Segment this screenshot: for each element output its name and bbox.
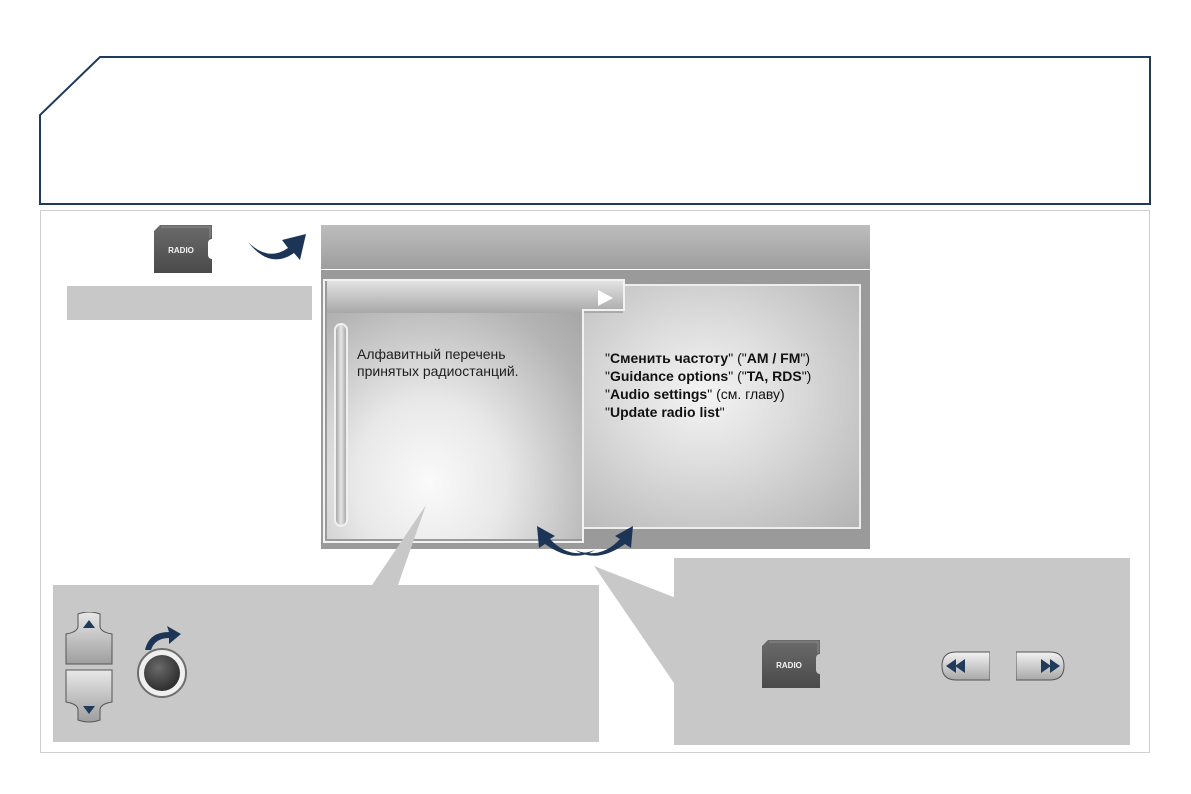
station-list-header xyxy=(327,281,623,313)
label-bar xyxy=(67,286,312,320)
radio-button-label: RADIO xyxy=(168,246,194,255)
station-list-outline xyxy=(323,279,625,543)
menu-item-guidance-options[interactable]: "Guidance options" ("TA, RDS") xyxy=(605,368,812,384)
rewind-icon[interactable] xyxy=(940,650,990,682)
header-frame xyxy=(39,56,1151,205)
menu-item-audio-settings[interactable]: "Audio settings" (см. главу) xyxy=(605,386,785,402)
rotary-knob-icon[interactable] xyxy=(136,646,188,700)
callout-pointer-left xyxy=(372,505,426,585)
play-triangle-icon[interactable] xyxy=(596,289,614,307)
rotate-arrow-icon xyxy=(145,626,181,650)
radio-options-list: "Сменить частоту" ("AM / FM") "Guidance … xyxy=(605,349,865,421)
radio-button-icon-bottom[interactable]: RADIO xyxy=(762,640,820,688)
screen-title-bar xyxy=(321,225,870,269)
context-menu-panel xyxy=(575,284,861,529)
content-frame xyxy=(40,210,1150,753)
double-curved-arrow-icon xyxy=(537,526,633,556)
scrollbar[interactable] xyxy=(334,323,348,527)
station-list-body xyxy=(327,313,583,539)
menu-item-update-radio-list[interactable]: "Update radio list" xyxy=(605,404,725,420)
radio-button-icon[interactable]: RADIO xyxy=(154,225,212,273)
curved-arrow-icon xyxy=(248,234,306,260)
callout-pointer-right xyxy=(594,566,676,686)
controls-panel-right xyxy=(674,558,1130,745)
up-down-rocker-icon[interactable] xyxy=(64,612,114,724)
controls-panel-left xyxy=(53,585,599,742)
menu-item-change-band[interactable]: "Сменить частоту" ("AM / FM") xyxy=(605,350,811,366)
radio-button-label: RADIO xyxy=(776,661,802,670)
station-list-description: Алфавитный перечень принятых радиостанци… xyxy=(357,346,519,379)
fast-forward-icon[interactable] xyxy=(1016,650,1066,682)
